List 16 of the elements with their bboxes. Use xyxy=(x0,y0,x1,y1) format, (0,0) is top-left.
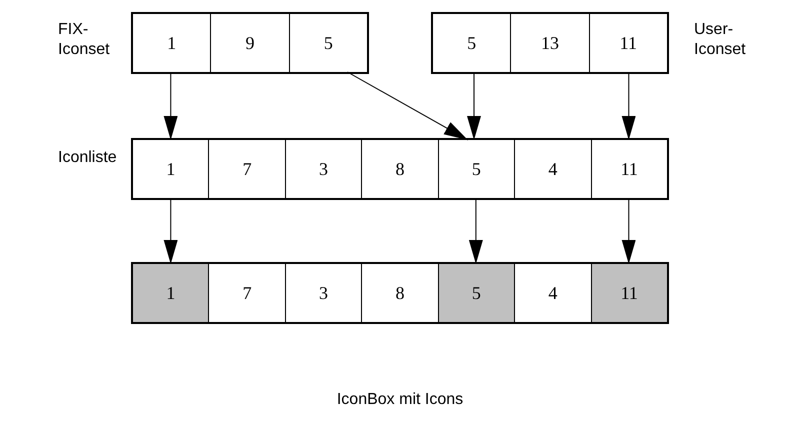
arrow xyxy=(622,72,636,140)
array-cell: 5 xyxy=(438,264,514,322)
array-label: User- Iconset xyxy=(694,20,747,60)
array-label: FIX- Iconset xyxy=(58,20,111,60)
array-cell: 11 xyxy=(590,264,667,322)
arrow xyxy=(622,198,636,264)
arrow xyxy=(468,198,483,264)
arrow xyxy=(346,72,468,140)
array-label: Iconliste xyxy=(58,148,118,168)
arrow xyxy=(164,198,178,264)
arrow xyxy=(164,72,178,140)
array-cell: 1 xyxy=(133,264,208,322)
array-cell: 3 xyxy=(284,140,362,198)
arrow xyxy=(467,72,481,140)
array-cell: 3 xyxy=(284,264,362,322)
array-label: IconBox mit Icons xyxy=(336,390,464,410)
